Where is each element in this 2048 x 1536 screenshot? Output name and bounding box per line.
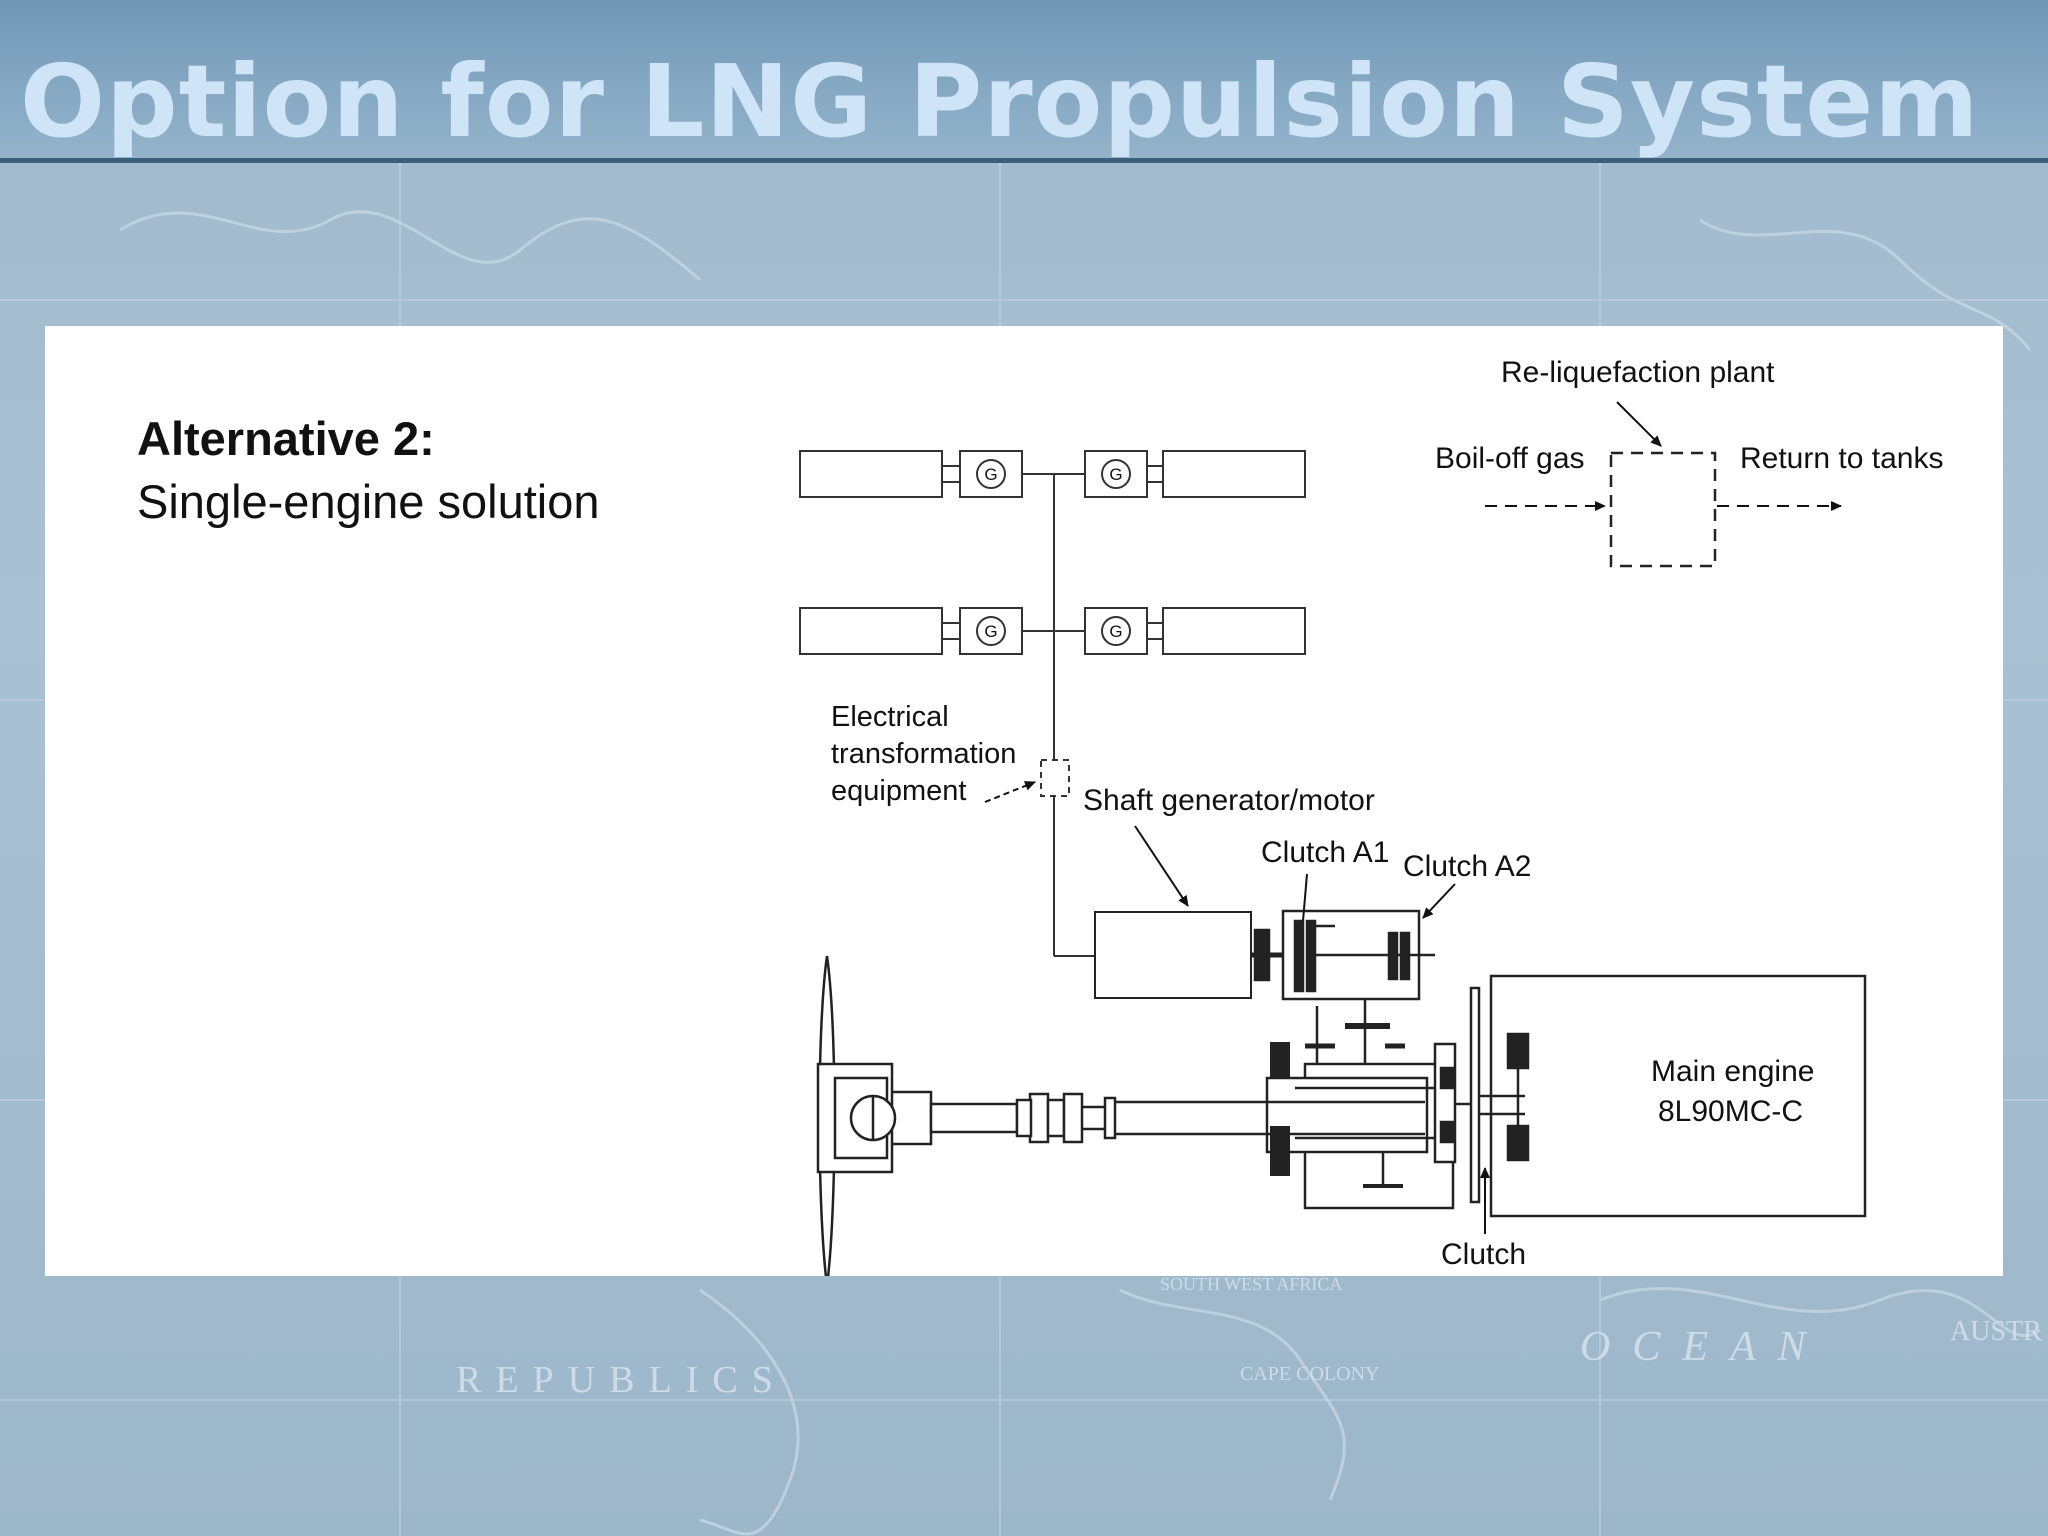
diagram-panel: Alternative 2: Single-engine solution: [45, 326, 2003, 1276]
label-clutch-a1: Clutch A1: [1261, 836, 1389, 869]
label-equipment: equipment: [831, 775, 966, 807]
generator-set-top-right: [1084, 450, 1306, 498]
label-boil-off-gas: Boil-off gas: [1435, 442, 1585, 475]
gearbox-assembly: [1251, 909, 1455, 1210]
propulsion-schematic: G G G G Electrical transformation equipm…: [799, 356, 1943, 1276]
label-transformation: transformation: [831, 738, 1016, 770]
generator-symbol: G: [984, 622, 997, 641]
label-main-engine: Main engine: [1651, 1055, 1814, 1088]
map-text-republics: REPUBLICS: [456, 1359, 787, 1401]
label-engine-model: 8L90MC-C: [1658, 1095, 1803, 1128]
electrical-bus: [1022, 473, 1095, 957]
propeller-shaft: [889, 1090, 1425, 1146]
arrow-to-clutch-a2: [1422, 883, 1456, 919]
label-clutch: Clutch: [1441, 1238, 1526, 1271]
generator-symbol: G: [1109, 465, 1122, 484]
label-reliquefaction-plant: Re-liquefaction plant: [1501, 356, 1775, 389]
arrow-to-plant: [1616, 401, 1662, 447]
engine-coupling: [1433, 986, 1530, 1204]
pointer-clutch-a1: [1302, 873, 1308, 922]
generator-set-top-left: [799, 450, 1023, 498]
alternative-heading: Alternative 2:: [137, 412, 435, 465]
generator-symbol: G: [984, 465, 997, 484]
reliquefaction-plant-box: [1609, 451, 1717, 568]
map-text-austr: AUSTR: [1950, 1316, 2042, 1347]
label-clutch-a2: Clutch A2: [1403, 850, 1531, 883]
alternative-subheading: Single-engine solution: [137, 475, 600, 528]
title-band: [0, 0, 2048, 163]
label-return-to-tanks: Return to tanks: [1740, 442, 1943, 475]
label-shaft-generator: Shaft generator/motor: [1083, 784, 1375, 817]
arrow-to-shaft-generator: [1134, 825, 1189, 907]
propeller: [816, 955, 897, 1276]
generator-set-bottom-left: [799, 607, 1023, 655]
map-text-ocean: OCEAN: [1580, 1324, 1828, 1370]
label-electrical: Electrical: [831, 701, 949, 733]
shaft-generator-motor: [1094, 911, 1252, 999]
main-engine: [1489, 974, 1867, 1218]
generator-set-bottom-right: [1084, 607, 1306, 655]
generator-symbol: G: [1109, 622, 1122, 641]
map-text-cape-colony: CAPE COLONY: [1240, 1363, 1379, 1385]
slide-title: Option for LNG Propulsion System: [20, 43, 1980, 160]
transformation-equipment-box: [1040, 759, 1070, 797]
map-text-south-west-africa: SOUTH WEST AFRICA: [1160, 1274, 1342, 1294]
arrow-to-transformation: [984, 781, 1036, 803]
